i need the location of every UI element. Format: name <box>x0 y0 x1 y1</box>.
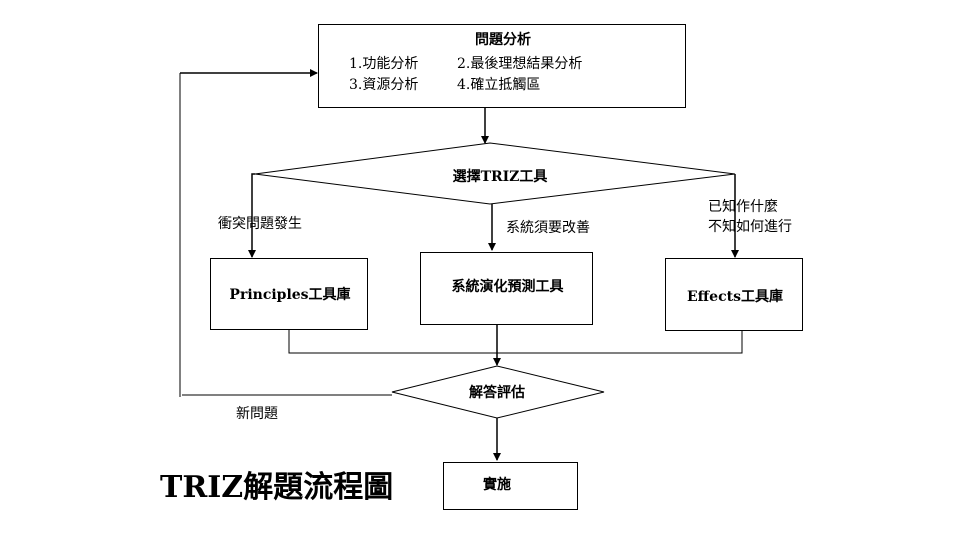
branch-label-known-what: 已知作什麼 <box>708 199 778 215</box>
diagram-caption: TRIZ解題流程圖 <box>160 470 394 505</box>
decision-diamond-evaluate <box>391 365 605 419</box>
problem-item-4: 4.確立抵觸區 <box>457 77 541 93</box>
evolution-tool-label: 系統演化預測工具 <box>451 279 564 295</box>
principles-tool-box: Principles工具庫 <box>210 258 368 330</box>
problem-item-3: 3.資源分析 <box>349 77 419 93</box>
branch-label-conflict: 衝突問題發生 <box>218 216 302 232</box>
decision-select-label: 選擇TRIZ工具 <box>452 169 548 185</box>
decision-evaluate-label: 解答評估 <box>469 385 525 401</box>
merge-line-right <box>497 331 743 354</box>
branch-label-unknown-how: 不知如何進行 <box>708 219 792 235</box>
problem-analysis-title: 問題分析 <box>475 32 531 48</box>
merge-line-left <box>288 330 497 354</box>
implement-box: 實施 <box>443 462 578 510</box>
effects-tool-label: Effects工具庫 <box>687 289 783 305</box>
principles-tool-label: Principles工具庫 <box>229 287 351 303</box>
evolution-tool-box: 系統演化預測工具 <box>420 252 593 325</box>
problem-item-2: 2.最後理想結果分析 <box>457 56 583 72</box>
problem-item-1: 1.功能分析 <box>349 56 419 72</box>
problem-analysis-box: 問題分析 1.功能分析 2.最後理想結果分析 3.資源分析 4.確立抵觸區 <box>318 24 686 108</box>
implement-label: 實施 <box>483 477 511 493</box>
arrow-to-principles <box>248 173 256 258</box>
effects-tool-box: Effects工具庫 <box>665 258 803 331</box>
branch-label-improve: 系統須要改善 <box>506 220 590 236</box>
feedback-label-new-problem: 新問題 <box>236 406 278 422</box>
